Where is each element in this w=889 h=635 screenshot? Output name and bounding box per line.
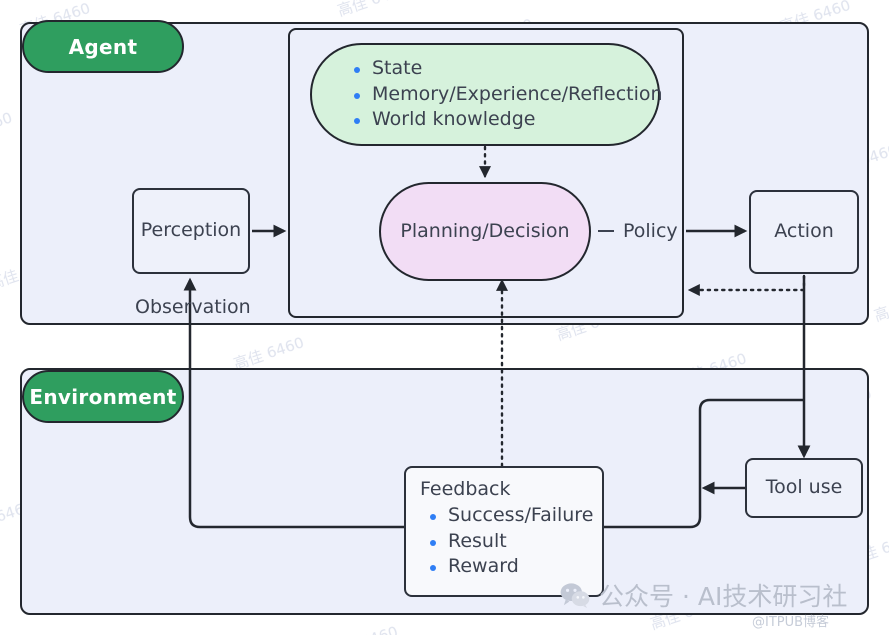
action-label: Action bbox=[774, 220, 834, 243]
planning-decision-label: Planning/Decision bbox=[400, 219, 570, 242]
policy-label: Policy bbox=[623, 220, 678, 242]
brand-watermark: 公众号 · AI技术研习社 bbox=[560, 577, 847, 613]
tool-use-box: Tool use bbox=[745, 458, 863, 518]
perception-label: Perception bbox=[140, 219, 242, 242]
edge-action-feedback-to-cognition bbox=[687, 274, 806, 296]
feedback-list: Success/Failure Result Reward bbox=[418, 504, 593, 579]
feedback-item-result: Result bbox=[428, 530, 590, 554]
memory-item-state: State bbox=[352, 57, 663, 81]
memory-box: State Memory/Experience/Reflection World… bbox=[310, 43, 663, 146]
memory-item-world-knowledge: World knowledge bbox=[352, 108, 663, 132]
agent-pill: Agent bbox=[22, 20, 184, 73]
perception-box: Perception bbox=[132, 188, 250, 274]
planning-decision-box: Planning/Decision bbox=[379, 182, 591, 281]
feedback-item-reward: Reward bbox=[428, 555, 590, 579]
action-box: Action bbox=[749, 190, 859, 274]
policy-label-wrap: Policy bbox=[598, 220, 678, 242]
feedback-title: Feedback bbox=[420, 478, 511, 500]
memory-item-memory: Memory/Experience/Reflection bbox=[352, 83, 663, 107]
edge-feedback-to-observation bbox=[188, 318, 404, 529]
memory-box-list: State Memory/Experience/Reflection World… bbox=[352, 55, 663, 134]
feedback-content: Feedback Success/Failure Result Reward bbox=[406, 468, 602, 591]
tool-use-label: Tool use bbox=[765, 476, 843, 499]
brand-text: 公众号 · AI技术研习社 bbox=[599, 582, 848, 611]
policy-dash-icon bbox=[598, 229, 614, 233]
environment-pill: Environment bbox=[22, 370, 184, 423]
environment-pill-label: Environment bbox=[29, 384, 177, 409]
credit-watermark: @ITPUB博客 bbox=[752, 615, 830, 630]
observation-label: Observation bbox=[135, 296, 251, 318]
edge-environment-rail-right bbox=[604, 398, 804, 529]
agent-pill-label: Agent bbox=[68, 34, 138, 59]
wechat-icon bbox=[560, 582, 590, 608]
feedback-box: Feedback Success/Failure Result Reward bbox=[404, 466, 604, 597]
feedback-item-success-failure: Success/Failure bbox=[428, 504, 593, 528]
